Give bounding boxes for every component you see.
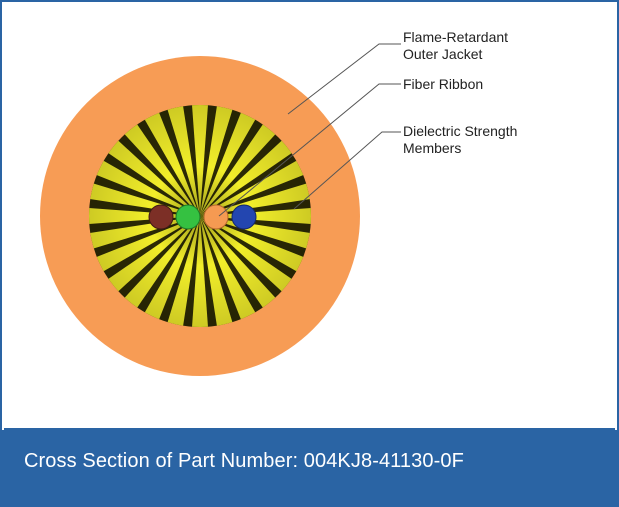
leader-ribbon <box>218 83 401 217</box>
fiber-brown <box>148 204 174 230</box>
label-strength-line-1: Dielectric Strength <box>403 123 517 139</box>
fiber-blue <box>231 204 257 230</box>
caption-bar: Cross Section of Part Number: 004KJ8-411… <box>2 430 617 505</box>
leader-jacket <box>287 43 401 115</box>
diagram-area: Flame-Retardant Outer Jacket Fiber Ribbo… <box>4 4 615 430</box>
label-strength: Dielectric Strength Members <box>403 123 521 156</box>
label-jacket-line-1: Flame-Retardant <box>403 29 508 45</box>
label-strength-line-2: Members <box>403 140 461 156</box>
fiber-orange <box>203 204 229 230</box>
label-ribbon-line-1: Fiber Ribbon <box>403 76 483 92</box>
label-ribbon: Fiber Ribbon <box>403 76 483 92</box>
label-jacket: Flame-Retardant Outer Jacket <box>403 29 512 62</box>
cable-cross-section-diagram: Flame-Retardant Outer Jacket Fiber Ribbo… <box>40 29 521 376</box>
caption-text: Cross Section of Part Number: 004KJ8-411… <box>24 450 464 472</box>
label-jacket-line-2: Outer Jacket <box>403 46 482 62</box>
fiber-green <box>175 204 201 230</box>
leader-strength <box>293 131 401 210</box>
